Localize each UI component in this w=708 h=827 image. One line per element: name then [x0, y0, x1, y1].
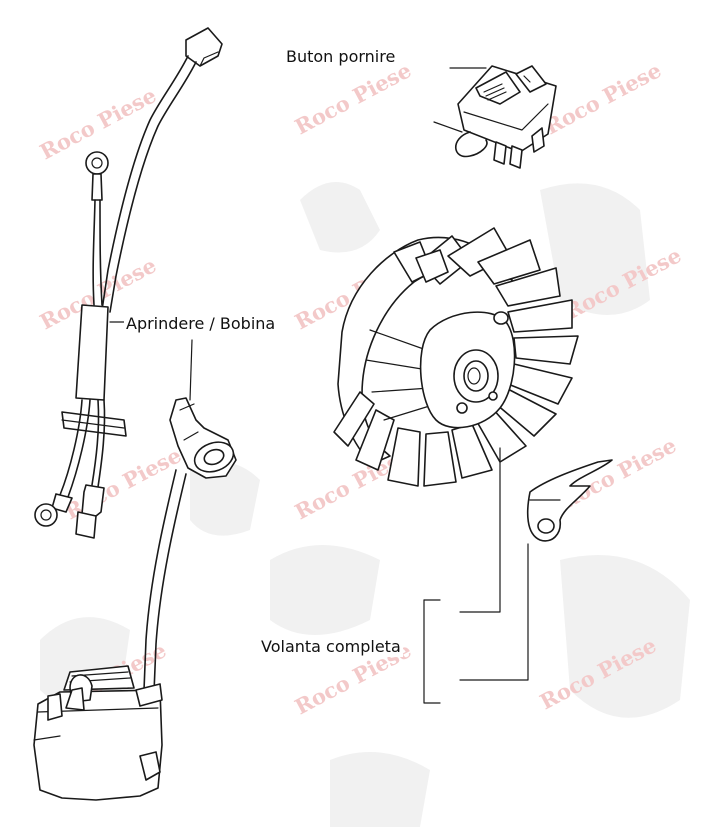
watermark-blob — [330, 752, 430, 827]
start-button-part — [454, 65, 557, 169]
watermark: Roco Piese — [541, 57, 666, 139]
watermark-blob — [540, 183, 650, 315]
starter-pawl-part — [526, 459, 613, 542]
flywheel-label: Volanta completa — [259, 637, 403, 657]
flywheel-part — [333, 227, 579, 487]
leader-lines — [109, 67, 529, 704]
watermark-blob — [270, 545, 380, 635]
ignition-coil — [33, 397, 237, 801]
start-button-label: Buton pornire — [284, 47, 398, 67]
wiring-harness — [34, 27, 223, 539]
ignition-coil-label: Aprindere / Bobina — [124, 314, 278, 334]
watermark-blob — [190, 462, 260, 536]
watermark-blob — [560, 555, 690, 718]
watermark: Roco Piese — [291, 57, 416, 139]
watermark-background-shapes — [40, 182, 690, 827]
watermark-blob — [300, 182, 380, 253]
